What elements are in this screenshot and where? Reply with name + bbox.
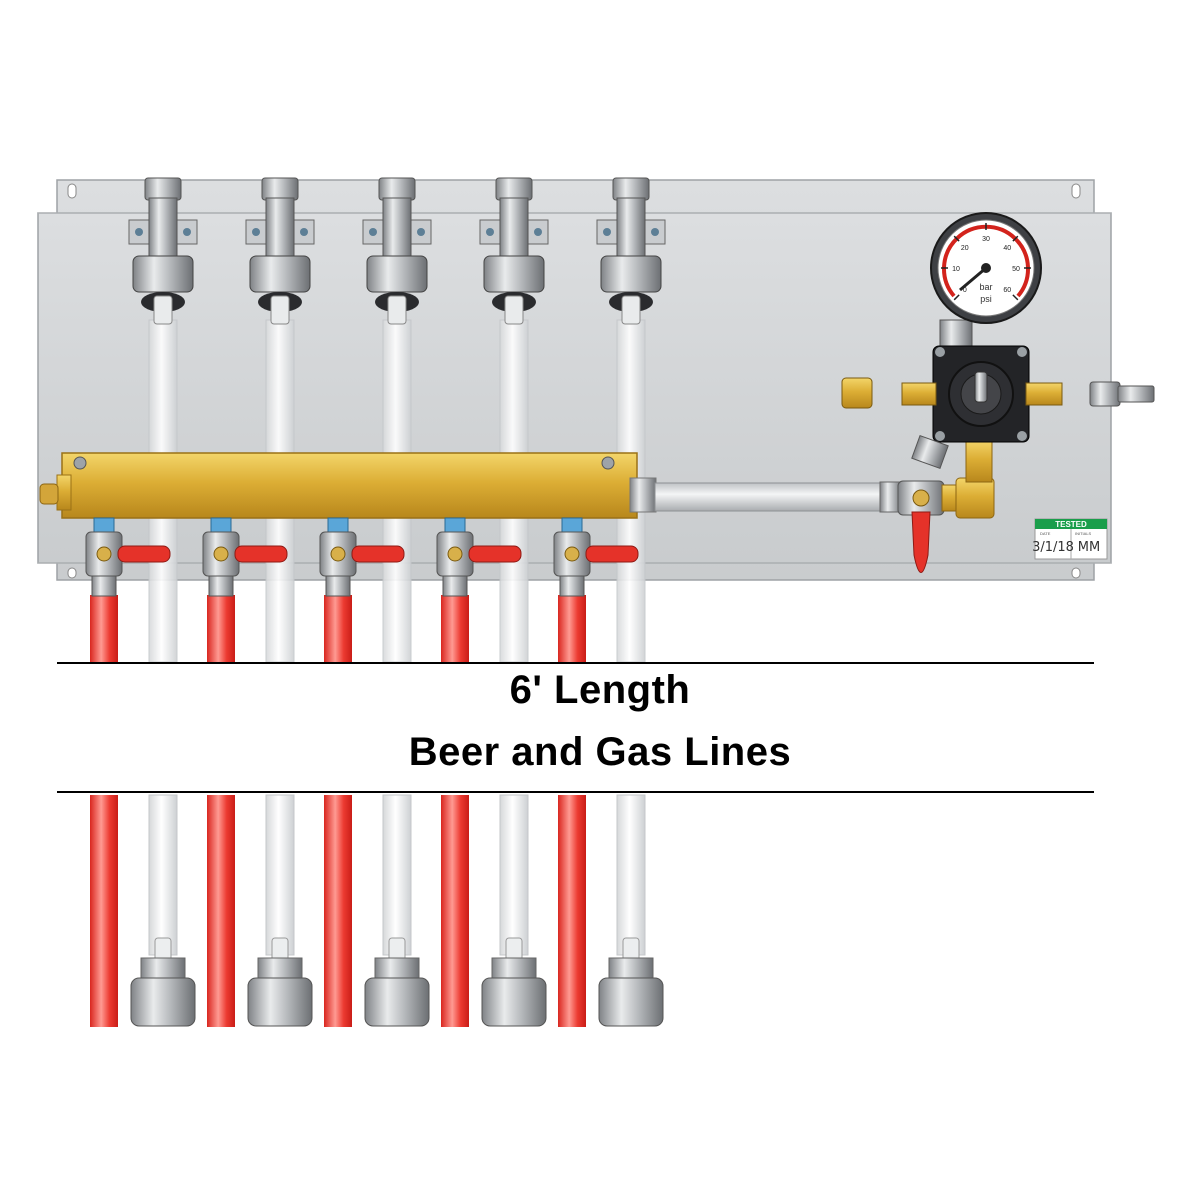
tested-label-date-caption: DATE <box>1040 531 1051 536</box>
tested-label-date: 3/1/18 <box>1032 540 1074 555</box>
gauge-tick-label: 20 <box>961 245 969 252</box>
brass-gas-manifold <box>39 452 657 519</box>
gas-line-upper <box>324 595 352 662</box>
tested-label-initials: MM <box>1078 540 1100 555</box>
gauge-tick-label: 30 <box>982 236 990 243</box>
valve-handle[interactable] <box>468 545 522 563</box>
beer-line-coupling <box>364 937 430 1027</box>
beer-line-lower <box>148 794 178 956</box>
beer-shank <box>362 177 432 325</box>
bracket-screw-icon <box>369 228 377 236</box>
valve-handle[interactable] <box>351 545 405 563</box>
beer-line-lower <box>265 794 295 956</box>
gas-shutoff-valve[interactable] <box>319 517 405 597</box>
divider-top <box>57 662 1094 664</box>
beer-shank <box>128 177 198 325</box>
bracket-screw-icon <box>534 228 542 236</box>
manifold-screw-icon <box>73 456 87 470</box>
beer-line-coupling <box>130 937 196 1027</box>
divider-bottom <box>57 791 1094 793</box>
gas-line-lower <box>324 795 352 1027</box>
gas-line-lower <box>558 795 586 1027</box>
gas-line-lower <box>207 795 235 1027</box>
caption-length: 6' Length <box>509 668 691 712</box>
beer-shank <box>479 177 549 325</box>
inlet-nut <box>841 377 873 409</box>
bracket-screw-icon <box>252 228 260 236</box>
co2-regulator <box>841 319 1155 470</box>
gauge-tick-label: 50 <box>1012 266 1020 273</box>
regulator-shutoff-valve[interactable] <box>897 439 995 573</box>
tested-label: TESTED DATE INITIALS 3/1/18 MM <box>1032 518 1108 560</box>
bracket-screw-icon <box>603 228 611 236</box>
tested-label-initials-caption: INITIALS <box>1075 531 1092 536</box>
tested-label-header: TESTED <box>1055 520 1087 529</box>
beer-line-couplings <box>130 937 664 1027</box>
gas-supply-pipe <box>654 481 903 513</box>
gas-line-upper <box>90 595 118 662</box>
gauge-tick-label: 40 <box>1003 245 1011 252</box>
valve-handle[interactable] <box>234 545 288 563</box>
valve-handle[interactable] <box>117 545 171 563</box>
gas-shutoff-valve[interactable] <box>85 517 171 597</box>
gas-line-lower <box>441 795 469 1027</box>
gauge-unit-bar: bar <box>979 282 992 292</box>
gas-line-upper <box>441 595 469 662</box>
gas-shutoff-valve[interactable] <box>436 517 522 597</box>
beer-shank <box>245 177 315 325</box>
beer-line-coupling <box>247 937 313 1027</box>
gas-line-lower <box>90 795 118 1027</box>
gas-shutoff-valve[interactable] <box>553 517 639 597</box>
beer-shank-couplers <box>128 177 666 325</box>
valve-handle[interactable] <box>585 545 639 563</box>
beer-line-coupling <box>481 937 547 1027</box>
gauge-tick-label: 60 <box>1003 287 1011 294</box>
gas-shutoff-valve[interactable] <box>202 517 288 597</box>
bracket-screw-icon <box>300 228 308 236</box>
beer-line-lower <box>382 794 412 956</box>
barb-fitting <box>1089 381 1121 407</box>
beer-line-lower <box>499 794 529 956</box>
gas-line-upper <box>207 595 235 662</box>
gauge-unit-psi: psi <box>980 294 992 304</box>
beer-line-coupling <box>598 937 664 1027</box>
gauge-needle-icon <box>981 263 991 273</box>
bracket-screw-icon <box>486 228 494 236</box>
bracket-screw-icon <box>135 228 143 236</box>
gauge-tick-label: 0 <box>963 287 967 294</box>
pressure-gauge: 0 10 20 30 40 50 60 bar psi <box>930 212 1042 324</box>
beer-line-lower <box>616 794 646 956</box>
beer-shank <box>596 177 666 325</box>
gauge-tick-label: 10 <box>952 266 960 273</box>
manifold-screw-icon <box>601 456 615 470</box>
gas-shutoff-valves <box>85 517 639 597</box>
bracket-screw-icon <box>183 228 191 236</box>
gas-lines <box>90 595 586 1027</box>
caption-line-type: Beer and Gas Lines <box>408 730 792 774</box>
bracket-screw-icon <box>651 228 659 236</box>
bracket-screw-icon <box>417 228 425 236</box>
gas-line-upper <box>558 595 586 662</box>
mounting-holes <box>67 183 1081 579</box>
